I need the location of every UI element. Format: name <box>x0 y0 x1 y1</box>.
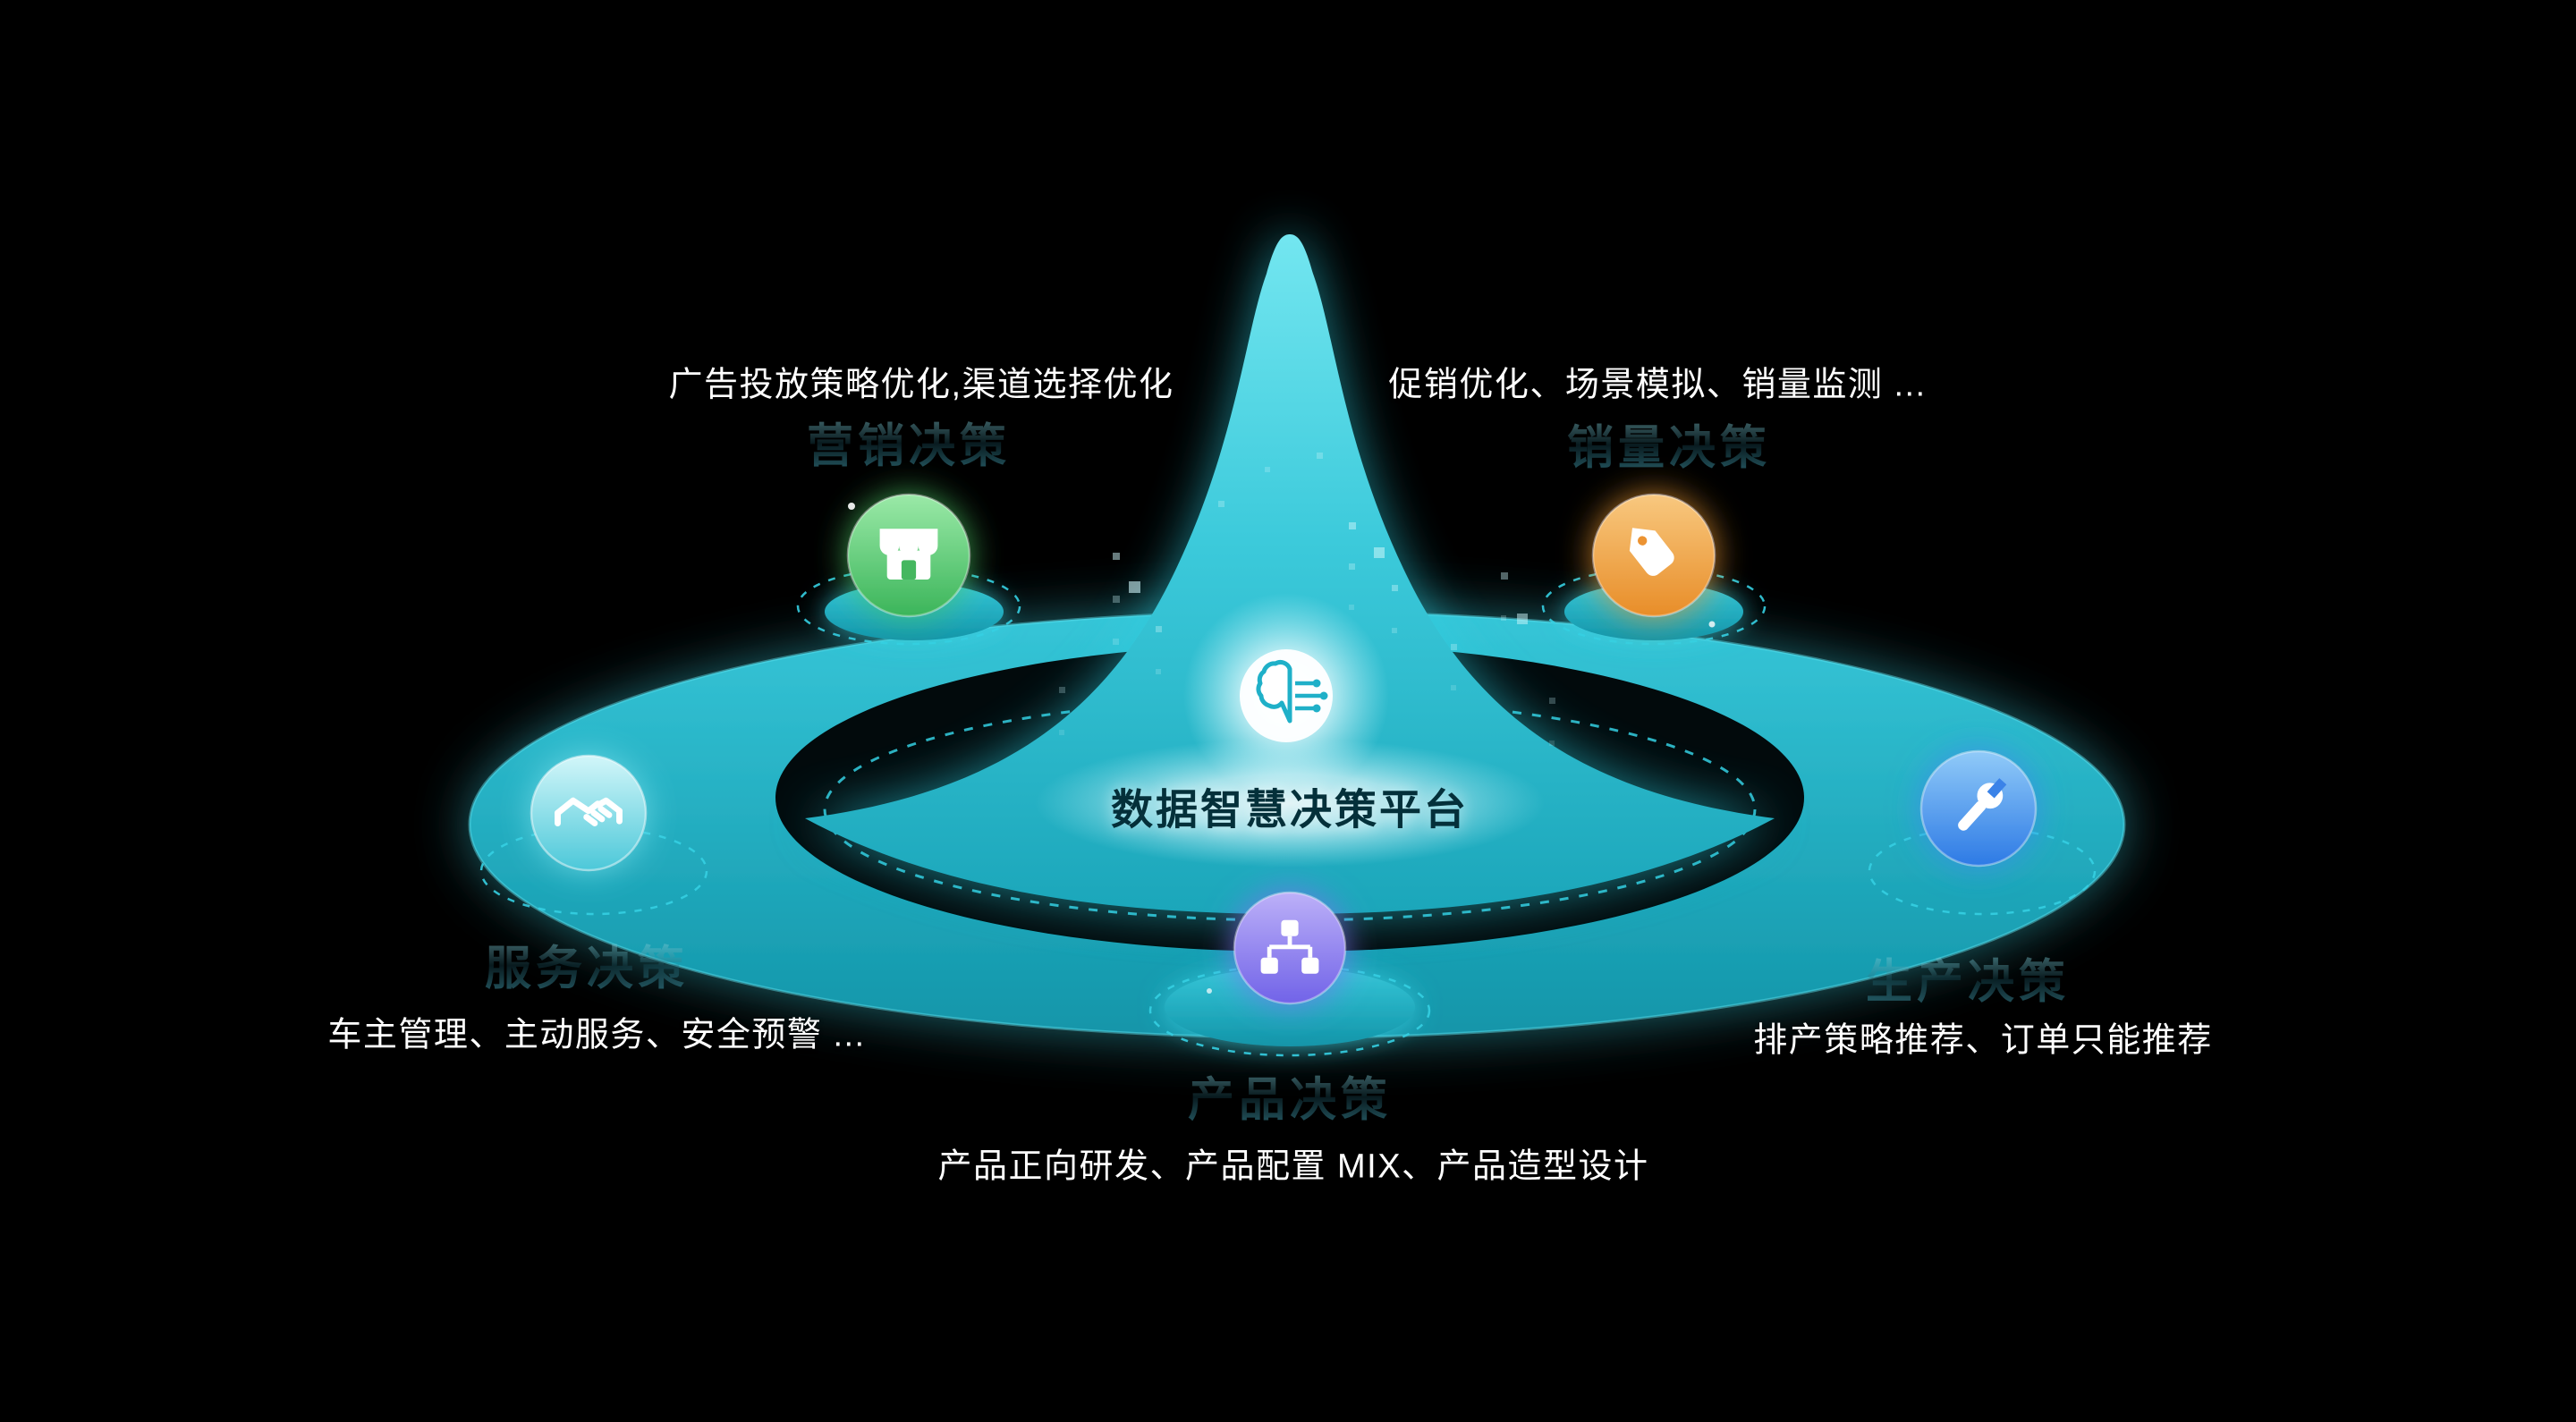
platform-title: 数据智慧决策平台 <box>1111 785 1469 834</box>
wrench-icon <box>1958 778 2007 831</box>
center-mountain <box>805 234 1775 914</box>
sales-node-badge <box>1591 493 1716 618</box>
service-description: 车主管理、主动服务、安全预警 ... <box>327 1016 866 1054</box>
storefront-icon <box>879 529 938 580</box>
service-dashed-ring <box>479 826 708 916</box>
handshake-icon <box>555 797 623 826</box>
brain-circuit-icon <box>1240 649 1333 742</box>
price-tag-icon <box>1629 528 1674 576</box>
hierarchy-icon <box>1260 919 1319 974</box>
marketing-label: 营销决策 <box>807 409 1011 476</box>
production-description: 排产策略推荐、订单只能推荐 <box>1753 1021 2213 1060</box>
sales-description: 促销优化、场景模拟、销量监测 ... <box>1388 366 1927 404</box>
marketing-node-badge <box>846 493 971 618</box>
title-glow <box>1035 739 1545 868</box>
production-node-badge <box>1919 749 2038 868</box>
data-particles <box>1059 453 1555 746</box>
product-node-badge <box>1233 891 1347 1005</box>
production-dashed-ring <box>1868 826 2097 916</box>
sales-label: 销量决策 <box>1567 411 1771 478</box>
service-node-badge <box>530 754 648 872</box>
product-label: 产品决策 <box>1188 1062 1392 1130</box>
product-description: 产品正向研发、产品配置 MIX、产品造型设计 <box>937 1147 1649 1186</box>
product-pedestal <box>1148 964 1431 1057</box>
service-label: 服务决策 <box>485 931 689 998</box>
production-label: 生产决策 <box>1866 944 2070 1011</box>
marketing-description: 广告投放策略优化,渠道选择优化 <box>668 366 1174 404</box>
sparkles <box>848 503 1716 994</box>
